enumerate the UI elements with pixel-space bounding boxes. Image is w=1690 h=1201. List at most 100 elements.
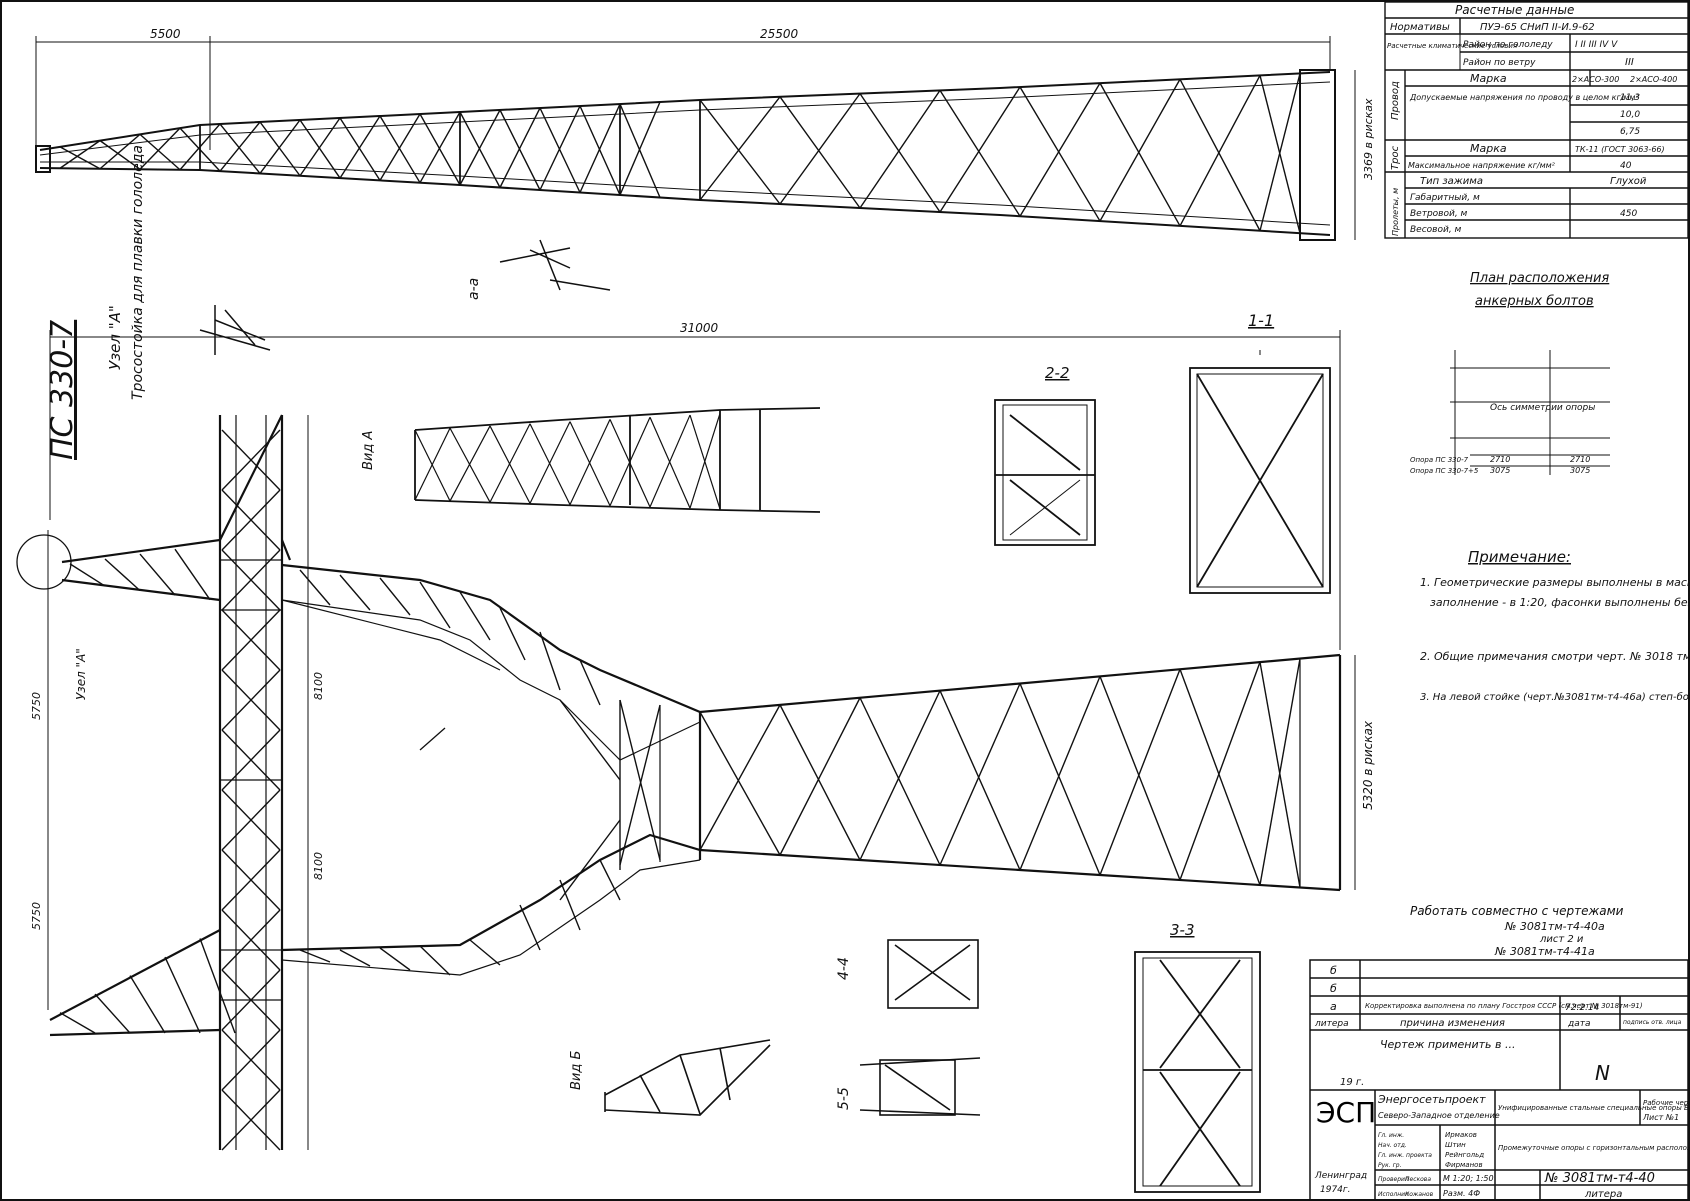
format: Разм. 4Ф <box>1443 1189 1480 1198</box>
climate-label: Расчетные климатические условия <box>1387 42 1517 50</box>
lattice-member <box>221 489 281 551</box>
sheet-no: Лист №1 <box>1642 1113 1679 1122</box>
cable-stress-value: 40 <box>1620 161 1632 171</box>
lattice-member <box>221 429 281 491</box>
lattice-member <box>779 697 861 856</box>
lattice-member <box>559 879 581 931</box>
lattice-member <box>299 569 331 606</box>
work-with-4: № 3081тм-т4-41а <box>1494 945 1595 958</box>
lattice-member <box>1099 82 1181 227</box>
lattice-member <box>59 146 101 170</box>
lattice-member <box>529 423 571 505</box>
lattice-member <box>559 819 621 901</box>
lattice-member <box>299 117 341 177</box>
section-44 <box>887 939 979 1009</box>
section-55 <box>859 1057 981 1116</box>
cable-mark-label: Марка <box>1470 142 1507 155</box>
note-3: 3. На левой стойке (черт.№3081тм-т4-46а)… <box>1420 691 1690 703</box>
anchor-d3: 3075 <box>1490 466 1510 475</box>
lattice-member <box>1179 661 1261 881</box>
lattice-member <box>139 127 181 170</box>
date-label: дата <box>1567 1019 1591 1029</box>
lattice-member <box>469 939 501 966</box>
dim-right-top: 3369 в рисках <box>1362 98 1375 180</box>
sig-4-name: Фирманов <box>1445 1161 1483 1169</box>
lattice-member <box>519 904 541 951</box>
stress-label: Допускаемые напряжения по проводу в цело… <box>1409 93 1639 102</box>
lattice-member <box>569 421 611 507</box>
work-with-1: Работать совместно с чертежами <box>1410 904 1624 918</box>
lattice-member <box>339 949 371 967</box>
dim-top-left: 5500 <box>150 27 181 41</box>
section-22 <box>994 399 1096 546</box>
lattice-member <box>1019 676 1101 871</box>
section-11-label: 1-1 <box>1248 311 1274 330</box>
anchor-d2: 2710 <box>1570 455 1590 464</box>
ice-label: Район по гололеду <box>1463 40 1553 50</box>
project-name: Унифицированные стальные специальные опо… <box>1498 1104 1690 1112</box>
lattice-member <box>221 549 281 611</box>
lattice-member <box>299 949 331 963</box>
lattice-member <box>221 669 281 731</box>
title-block: б б а Корректировка выполнена по плану Г… <box>1314 964 1690 1200</box>
lattice-member <box>1179 669 1261 886</box>
apply-text: Чертеж применить в ... <box>1380 1038 1515 1051</box>
cable-mark-value: ТК-11 (ГОСТ 3063-66) <box>1575 145 1665 154</box>
lattice-member <box>259 121 301 177</box>
lattice-member <box>221 1029 281 1091</box>
node-a-subtitle: Тросостойка для плавки гололеда <box>130 145 146 400</box>
big-n: N <box>1595 1061 1610 1085</box>
view-b <box>604 1039 771 1116</box>
lattice-member <box>419 113 461 186</box>
anchor-axis-label: Ось симметрии опоры <box>1490 403 1595 413</box>
org-branch: Северо-Западное отделение <box>1378 1111 1500 1120</box>
lattice-member <box>1019 82 1101 217</box>
lattice-member <box>1019 683 1101 876</box>
lattice-member <box>419 945 451 976</box>
lattice-member <box>529 421 571 504</box>
wire-label: Провод <box>1390 81 1401 120</box>
sig-2-name: Штин <box>1445 1141 1466 1149</box>
lattice-member <box>699 711 781 856</box>
mark-label: Марка <box>1470 72 1507 85</box>
lattice-member <box>649 414 691 508</box>
gab-label: Габаритный, м <box>1410 193 1480 203</box>
anchor-d1: 2710 <box>1490 455 1510 464</box>
lattice-member <box>539 105 581 191</box>
lattice-member <box>569 419 611 505</box>
notes-title: Примечание: <box>1468 548 1571 566</box>
lattice-member <box>219 121 261 172</box>
dim-mid-a: 8100 <box>312 672 325 700</box>
wind-label: Район по ветру <box>1463 58 1536 68</box>
lattice-member <box>221 969 281 1031</box>
lattice-member <box>1259 658 1301 886</box>
lattice-member <box>539 631 561 691</box>
litera: литера <box>1584 1189 1622 1200</box>
dim-lower-main: 31000 <box>680 321 719 335</box>
lattice-member <box>779 704 861 861</box>
note-1b: заполнение - в 1:20, фасонки выполнены б… <box>1430 596 1690 609</box>
lattice-member <box>1099 676 1181 881</box>
sig-6-role: Исполнил <box>1378 1191 1409 1198</box>
title-block-grid <box>1309 959 1689 1201</box>
sigma-2: 10,0 <box>1620 110 1640 120</box>
span-label: Пролеты, м <box>1391 188 1400 236</box>
sig-3-role: Гл. инж. проекта <box>1378 1152 1432 1159</box>
scale: М 1:20; 1:50 <box>1443 1174 1494 1183</box>
lattice-member <box>259 119 301 174</box>
lattice-member <box>414 427 451 501</box>
norms-label: Нормативы <box>1390 22 1450 33</box>
sig-5-role: Проверил <box>1378 1176 1409 1183</box>
view-b-label: Вид Б <box>569 1051 584 1090</box>
note-1: 1. Геометрические размеры выполнены в ма… <box>1420 576 1690 589</box>
node-a-title: Узел "А" <box>106 305 124 370</box>
year-label: 19 г. <box>1340 1077 1364 1088</box>
city-year: 1974г. <box>1320 1185 1351 1195</box>
drawing-title: Промежуточные опоры с горизонтальным рас… <box>1498 1144 1690 1152</box>
dim-right-lower: 5320 в рисках <box>1361 720 1375 810</box>
view-a-label: Вид А <box>361 431 376 470</box>
lattice-member <box>1019 86 1101 222</box>
dim-mid-b: 8100 <box>312 852 325 880</box>
org-name: Энергосетьпроект <box>1377 1093 1486 1106</box>
